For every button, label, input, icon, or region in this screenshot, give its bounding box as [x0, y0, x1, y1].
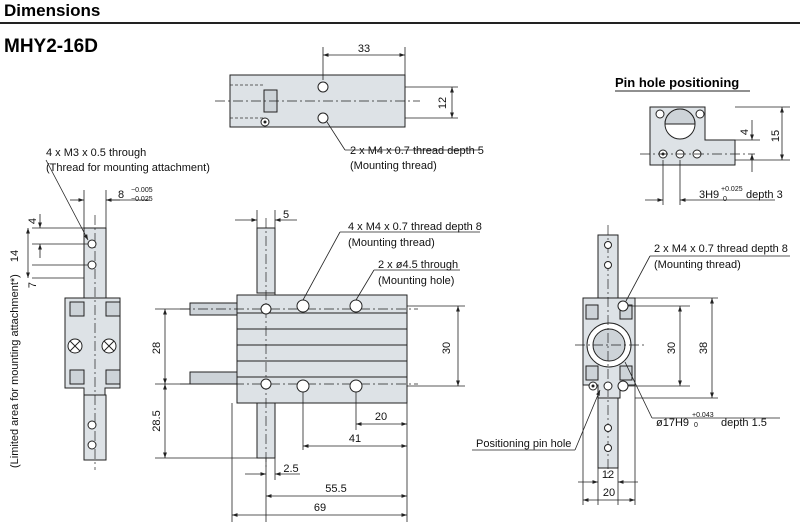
pin-dim-4: 4 [739, 129, 751, 135]
right-bore-tol-lower: 0 [694, 422, 698, 429]
front-dim-2-5: 2.5 [283, 463, 298, 475]
right-dim-30: 30 [666, 342, 678, 354]
top-hole-1 [317, 81, 329, 93]
front-dim-41: 41 [349, 433, 361, 445]
front-lower-rod [189, 371, 238, 385]
pin-fit-label: 3H9 [699, 189, 719, 201]
right-dim-38: 38 [698, 342, 710, 354]
pin-dim-15: 15 [770, 130, 782, 142]
top-thread-label: 2 x M4 x 0.7 thread depth 5 [350, 145, 484, 157]
left-dim-4: 4 [27, 218, 39, 224]
pin-view: Pin hole positioning 4 15 3H9 +0.025 0 d… [615, 75, 790, 205]
section-title: Dimensions [4, 1, 100, 20]
right-dim-20: 20 [603, 487, 615, 499]
front-dim-55-5: 55.5 [325, 483, 346, 495]
top-view: 33 12 2 x M4 x 0.7 thread depth 5 (Mount… [215, 43, 484, 172]
top-dim-12: 12 [437, 97, 449, 109]
right-pin-label: Positioning pin hole [476, 438, 571, 450]
header: Dimensions MHY2-16D [0, 1, 800, 57]
left-dim-8-tol-lower: −0.025 [131, 196, 153, 203]
pin-fit-tol-upper: +0.025 [721, 186, 743, 193]
right-view: 2 x M4 x 0.7 thread depth 8 (Mounting th… [472, 225, 790, 505]
front-dim-28-5: 28.5 [151, 410, 163, 431]
front-hole-note: (Mounting hole) [378, 275, 454, 287]
model-title: MHY2-16D [4, 36, 98, 57]
front-dim-28: 28 [151, 342, 163, 354]
right-dim-12: 12 [602, 469, 614, 481]
left-thread-note: (Thread for mounting attachment) [46, 162, 210, 174]
pin-view-title: Pin hole positioning [615, 75, 739, 90]
right-thread-note: (Mounting thread) [654, 259, 741, 271]
front-dim-20: 20 [375, 411, 387, 423]
left-view: 4 x M3 x 0.5 through (Thread for mountin… [9, 147, 210, 470]
right-bore-tol-upper: +0.043 [692, 412, 714, 419]
front-hole-label: 2 x ø4.5 through [378, 259, 458, 271]
right-bore-label: ø17H9 [656, 417, 689, 429]
front-dim-69: 69 [314, 502, 326, 514]
top-hole-2 [317, 112, 329, 124]
left-thread-label: 4 x M3 x 0.5 through [46, 147, 146, 159]
top-thread-note: (Mounting thread) [350, 160, 437, 172]
left-dim-8: 8 [118, 189, 124, 201]
left-dim-14: 14 [9, 250, 21, 262]
left-limited-area-note: (Limited area for mounting attachment*) [9, 274, 21, 468]
front-thread-label: 4 x M4 x 0.7 thread depth 8 [348, 221, 482, 233]
front-view: 5 4 x M4 x 0.7 thread depth 8 (Mounting … [151, 209, 482, 522]
right-bore-suffix: depth 1.5 [721, 417, 767, 429]
front-dim-30: 30 [441, 342, 453, 354]
left-dim-7: 7 [27, 282, 39, 288]
right-thread-label: 2 x M4 x 0.7 thread depth 8 [654, 243, 788, 255]
front-thread-note: (Mounting thread) [348, 237, 435, 249]
top-dim-33: 33 [358, 43, 370, 55]
pin-fit-tol-lower: 0 [723, 196, 727, 203]
front-dim-5: 5 [283, 209, 289, 221]
left-dim-8-tol-upper: −0.005 [131, 187, 153, 194]
pin-fit-suffix: depth 3 [746, 189, 783, 201]
